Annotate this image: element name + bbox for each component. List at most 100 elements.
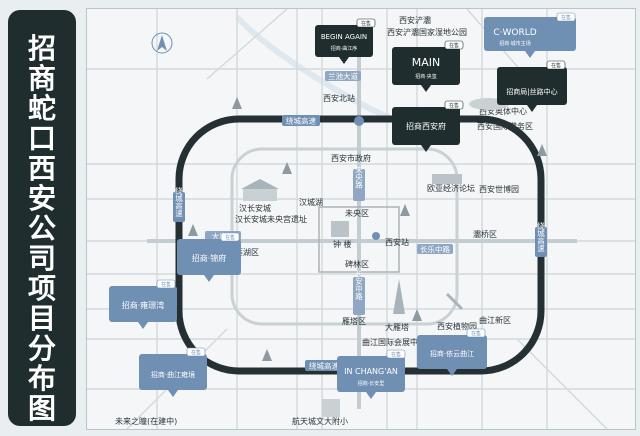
landmark-bell: 钟 楼: [333, 239, 352, 249]
landmark-han-site-1: 汉长安城: [239, 203, 271, 213]
title-char: 商: [27, 62, 56, 95]
project-card-jin-fu[interactable]: 在售 招商·锦府: [177, 232, 241, 282]
ring-label-west: 绕城高速: [174, 186, 183, 219]
district-lianhu: 莲湖区: [235, 247, 259, 257]
road-label-weiyang: 未央路: [354, 164, 363, 188]
landmark-wetland-1: 西安浐灞: [399, 15, 431, 25]
map-frame: 绕城高速 绕城高速 绕城高速 绕城高速 兰池大道 未央路 大庆路 长乐中路 长安…: [86, 8, 636, 430]
project-card-yiyun-qujiang[interactable]: 在售 招商·依云曲江: [417, 328, 487, 376]
title-char: 蛇: [27, 92, 56, 125]
project-name: MAIN: [412, 56, 441, 69]
title-char: 西: [27, 152, 56, 185]
project-card-xian-fu[interactable]: 在售 招商西安府: [392, 100, 464, 152]
project-tag: 在售: [161, 281, 171, 288]
project-name: 招商局|丝路中心: [506, 87, 557, 96]
project-name: 招商·雍璟湾: [122, 300, 165, 310]
project-tag: 在售: [449, 42, 459, 49]
pagoda-icon: [393, 279, 405, 314]
tree-icons: [188, 97, 547, 361]
ring-label-box-south: [305, 360, 343, 371]
title-char: 公: [27, 212, 56, 245]
ring-label-east: 绕城高速: [536, 221, 545, 254]
palace-icon: [243, 189, 277, 201]
project-tag: 在售: [391, 351, 401, 358]
landmark-aerospace: 航天城文大附小: [292, 416, 348, 426]
district-labels: 灞桥区 莲湖区 曲江新区 雁塔区 未央区 碑林区: [235, 208, 511, 326]
landmark-botanic: 西安植物园: [437, 321, 477, 331]
project-card-begin-again[interactable]: 在售 BEGIN AGAIN 招商·曲江序: [315, 18, 376, 64]
project-card-chang-an-li[interactable]: 在售 IN CHANG'AN 招商·长安里: [337, 349, 406, 399]
district-map: 绕城高速 绕城高速 绕城高速 绕城高速 兰池大道 未央路 大庆路 长乐中路 长安…: [87, 9, 635, 429]
title-char: 口: [27, 122, 56, 155]
title-char: 分: [27, 332, 56, 365]
project-name: IN CHANG'AN: [344, 367, 398, 376]
landmark-expo: 西安世博园: [479, 184, 519, 194]
road-label-changle: 长乐中路: [420, 244, 450, 254]
landmark-eurasia: 欧亚经济论坛: [427, 183, 475, 193]
title-char: 项: [27, 272, 56, 305]
title-panel: 招商蛇口西安公司项目分布图: [8, 10, 76, 426]
project-tag: 在售: [551, 62, 561, 69]
project-name: BEGIN AGAIN: [321, 33, 367, 41]
project-tag: 在售: [361, 20, 371, 27]
project-tag: 在售: [191, 349, 201, 356]
compass-icon: [151, 32, 173, 54]
landmark-north-station: 西安北站: [323, 93, 355, 103]
landmark-qujiang-intl: 曲江国际会展中心: [362, 337, 426, 347]
title-char: 司: [27, 242, 56, 275]
title-char: 安: [27, 182, 56, 215]
project-name: C·WORLD: [493, 28, 536, 38]
ring-label-north: 绕城高速: [286, 116, 316, 126]
landmark-port: 西安国际港务区: [477, 121, 533, 131]
ring-label-box-north: [282, 115, 320, 126]
school-icon: [322, 399, 340, 417]
landmark-olympic: 西安奥体中心: [479, 106, 527, 116]
ring-label-south: 绕城高速: [309, 361, 339, 371]
landmark-gov: 西安市政府: [331, 153, 371, 163]
district-baqiao: 灞桥区: [473, 229, 497, 239]
ring-label-box-east: [535, 227, 547, 257]
project-card-cworld[interactable]: 在售 C·WORLD 招商·城市主场: [484, 12, 576, 58]
roof-icon: [241, 179, 279, 189]
project-name: 招商·锦府: [192, 253, 227, 263]
project-card-yong-jing-wan[interactable]: 在售 招商·雍璟湾: [109, 279, 177, 329]
landmarks: 西安浐灞 西安浐灞国家湿地公园 西安北站 西安市政府 西安奥体中心 西安国际港务…: [115, 15, 533, 426]
project-name: 招商西安府: [406, 121, 446, 131]
project-subname: 招商·城市主场: [499, 40, 531, 47]
landmark-station: 西安站: [385, 237, 409, 247]
project-tag: 在售: [449, 102, 459, 109]
station-marker: [372, 232, 380, 240]
page-title: 招商蛇口西安公司项目分布图: [8, 34, 76, 424]
project-tag: 在售: [561, 14, 571, 21]
windmill-icon: [445, 292, 464, 311]
project-subname: 招商·曲江序: [331, 45, 358, 52]
project-card-silk-road[interactable]: 在售 招商局|丝路中心: [497, 60, 567, 112]
project-tag: 在售: [225, 234, 235, 241]
city-wall: [318, 206, 400, 273]
bell-tower-icon: [331, 221, 349, 237]
district-yanta: 雁塔区: [342, 316, 366, 326]
road-label-changan: 长安中路: [354, 269, 363, 301]
landmark-pagoda: 大雁塔: [385, 322, 409, 332]
title-char: 图: [27, 392, 56, 425]
title-char: 布: [27, 362, 56, 395]
project-card-main[interactable]: 在售 MAIN 招商·央玺: [392, 40, 464, 92]
project-subname: 招商·央玺: [415, 73, 437, 80]
project-name: 招商·曲江雍境: [151, 370, 195, 379]
project-name: 招商·依云曲江: [430, 349, 474, 358]
project-tag: 在售: [471, 330, 481, 337]
ring-label-box-west: [173, 192, 185, 222]
north-station-marker: [354, 116, 364, 126]
road-label-lanchi: 兰池大道: [328, 71, 358, 81]
title-char: 招: [27, 32, 56, 65]
district-weiyang: 未央区: [345, 208, 369, 218]
project-card-qujiang-yongjing[interactable]: 在售 招商·曲江雍境: [139, 347, 207, 397]
landmark-wetland: 西安浐灞国家湿地公园: [387, 27, 467, 37]
landmark-han-lake: 汉城湖: [299, 198, 323, 207]
landmark-han-site: 汉长安城未央宫遗址: [235, 214, 307, 224]
project-subname: 招商·长安里: [358, 380, 385, 387]
district-beilin: 碑林区: [345, 259, 369, 269]
district-qujiang: 曲江新区: [479, 315, 511, 325]
title-char: 目: [27, 302, 56, 335]
forum-icon: [432, 174, 462, 184]
